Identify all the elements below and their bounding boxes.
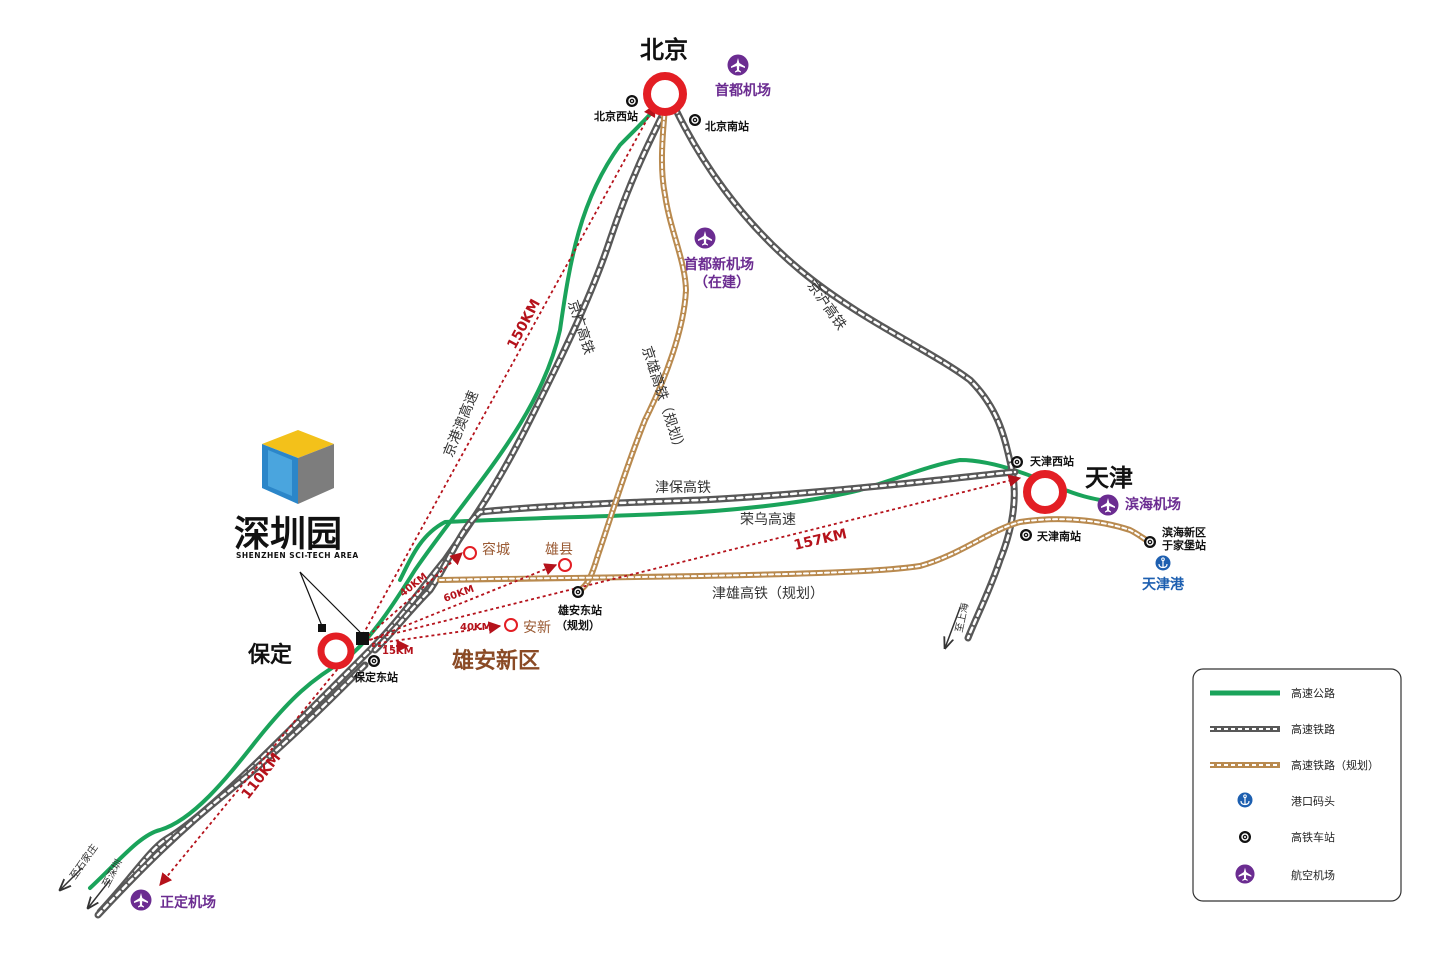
jinggang-expressway-label: 京港澳高速 xyxy=(440,388,482,459)
anchor-icon xyxy=(1155,555,1171,571)
baoding-label: 保定 xyxy=(247,642,292,668)
distance-157km: 157KM xyxy=(792,526,848,554)
tianjin-port-label: 天津港 xyxy=(1142,576,1185,593)
jinghu-rail-line-base xyxy=(671,104,1018,642)
legend-label-0: 高速公路 xyxy=(1291,686,1335,700)
tianjin-west-station-label: 天津西站 xyxy=(1030,454,1074,468)
beijing-marker[interactable] xyxy=(643,72,687,116)
airplane-icon xyxy=(694,227,716,249)
jinggang-expressway-line xyxy=(88,100,662,890)
legend-label-3: 港口码头 xyxy=(1291,795,1335,808)
beijing-west-station-label: 北京西站 xyxy=(594,109,638,123)
capital-airport-label: 首都机场 xyxy=(715,82,771,99)
station-icon xyxy=(367,654,381,668)
anchor-icon xyxy=(1237,792,1253,808)
station-icon xyxy=(1019,528,1033,542)
baoding-zhengding-distance-line xyxy=(159,659,346,886)
logo-pointer-line-1 xyxy=(299,571,323,627)
baoding-beijing-distance-line xyxy=(359,103,656,641)
cube-logo-icon xyxy=(262,430,334,504)
shenzhen-park-logo: 深圳园 SHENZHEN SCI-TECH AREA xyxy=(234,430,369,645)
jinxiong-rail-line-dash xyxy=(439,518,1151,581)
baoding-east-station-label: 保定东站 xyxy=(353,670,398,684)
airplane-icon xyxy=(1097,494,1119,516)
airplane-icon xyxy=(727,54,749,76)
to-shijiazhuang-label: 至石家庄 xyxy=(67,841,101,881)
jinbao-rail-label: 津保高铁 xyxy=(655,479,711,496)
to-shenzhen-arrow xyxy=(88,879,111,908)
beijing-label: 北京 xyxy=(640,36,688,64)
logo-subtitle: SHENZHEN SCI-TECH AREA xyxy=(236,551,359,560)
park-site-marker-1[interactable] xyxy=(318,624,326,632)
to-shijiazhuang-arrow xyxy=(60,867,83,890)
station-icon xyxy=(625,94,639,108)
legend-box xyxy=(1192,668,1402,902)
rongwu-expressway-label: 荣乌高速 xyxy=(740,511,796,528)
jingxiong-rail-line-dash xyxy=(579,107,687,591)
to-shanghai-arrow xyxy=(945,607,961,648)
xiongan-title: 雄安新区 xyxy=(451,648,540,674)
distance-60km-xiongxian: 60KM xyxy=(442,584,476,605)
airports: 首都机场 首都新机场 （在建） 滨海机场 正定机场 xyxy=(130,54,1181,911)
xiongan-east-station-label-1: 雄安东站 xyxy=(557,603,602,617)
city-beijing[interactable]: 北京 xyxy=(640,36,688,116)
station-icon xyxy=(1010,455,1024,469)
xiongan-east-station-label-2: （规划） xyxy=(556,618,600,632)
xiongan-towns: 容城 雄县 安新 雄安新区 xyxy=(451,541,573,674)
binhai-station-label-1: 滨海新区 xyxy=(1162,525,1206,539)
park-site-marker-2[interactable] xyxy=(356,632,369,645)
logo-title: 深圳园 xyxy=(234,514,342,555)
baoding-rail-link-dash xyxy=(96,663,367,917)
baoding-tianjin-distance-line xyxy=(367,474,1022,641)
jinghu-rail-line-dash xyxy=(673,106,1016,640)
legend: 高速公路 高速铁路 高速铁路（规划） 港口码头 高铁车站 航空机场 xyxy=(1192,668,1402,902)
station-icon xyxy=(1238,830,1252,844)
anxin-marker[interactable] xyxy=(504,618,518,632)
direction-arrows xyxy=(60,607,961,908)
rongcheng-label: 容城 xyxy=(482,541,510,558)
xiongxian-label: 雄县 xyxy=(545,542,573,558)
legend-label-4: 高铁车站 xyxy=(1291,830,1335,844)
daxing-airport-label-2: （在建） xyxy=(694,274,750,291)
tianjin-port: 天津港 xyxy=(1142,555,1185,593)
city-baoding[interactable]: 保定 xyxy=(247,632,355,670)
jinbao-rail-line-dash xyxy=(373,470,1017,652)
legend-label-5: 航空机场 xyxy=(1291,868,1335,882)
station-icon xyxy=(688,113,702,127)
stations: 北京西站 北京南站 天津西站 天津南站 保定东站 滨海新区 于家堡站 雄安东站 … xyxy=(353,94,1206,684)
airplane-icon xyxy=(130,889,152,911)
city-tianjin[interactable]: 天津 xyxy=(1023,464,1133,514)
daxing-airport-label-1: 首都新机场 xyxy=(684,256,754,273)
zhengding-airport-label: 正定机场 xyxy=(160,894,216,911)
legend-label-2: 高速铁路（规划） xyxy=(1291,758,1379,772)
jinxiong-rail-label: 津雄高铁（规划） xyxy=(712,585,824,602)
planned-rail-network xyxy=(437,105,1153,593)
legend-label-1: 高速铁路 xyxy=(1291,722,1335,736)
tianjin-south-station-label: 天津南站 xyxy=(1037,529,1081,543)
tianjin-marker[interactable] xyxy=(1023,470,1067,514)
distance-40km-anxin: 40KM xyxy=(460,622,492,633)
distance-arrows xyxy=(159,103,1022,886)
airplane-icon xyxy=(1235,864,1255,884)
rail-network xyxy=(94,100,1019,919)
baoding-marker[interactable] xyxy=(317,632,355,670)
expressway-network xyxy=(88,100,1102,890)
binhai-station-label-2: 于家堡站 xyxy=(1162,538,1206,552)
anxin-label: 安新 xyxy=(523,620,551,636)
distance-15km: 15KM xyxy=(382,646,414,657)
beijing-south-station-label: 北京南站 xyxy=(705,119,749,133)
xiongxian-marker[interactable] xyxy=(558,558,572,572)
rongcheng-marker[interactable] xyxy=(463,546,477,560)
station-icon xyxy=(571,585,585,599)
binhai-airport-label: 滨海机场 xyxy=(1125,496,1181,513)
station-icon xyxy=(1143,535,1157,549)
jingxiong-rail-label: 京雄高铁（规划） xyxy=(638,344,689,456)
to-rongcheng-line xyxy=(367,552,463,637)
tianjin-label: 天津 xyxy=(1085,464,1133,492)
logo-pointer-line-2 xyxy=(299,571,361,633)
